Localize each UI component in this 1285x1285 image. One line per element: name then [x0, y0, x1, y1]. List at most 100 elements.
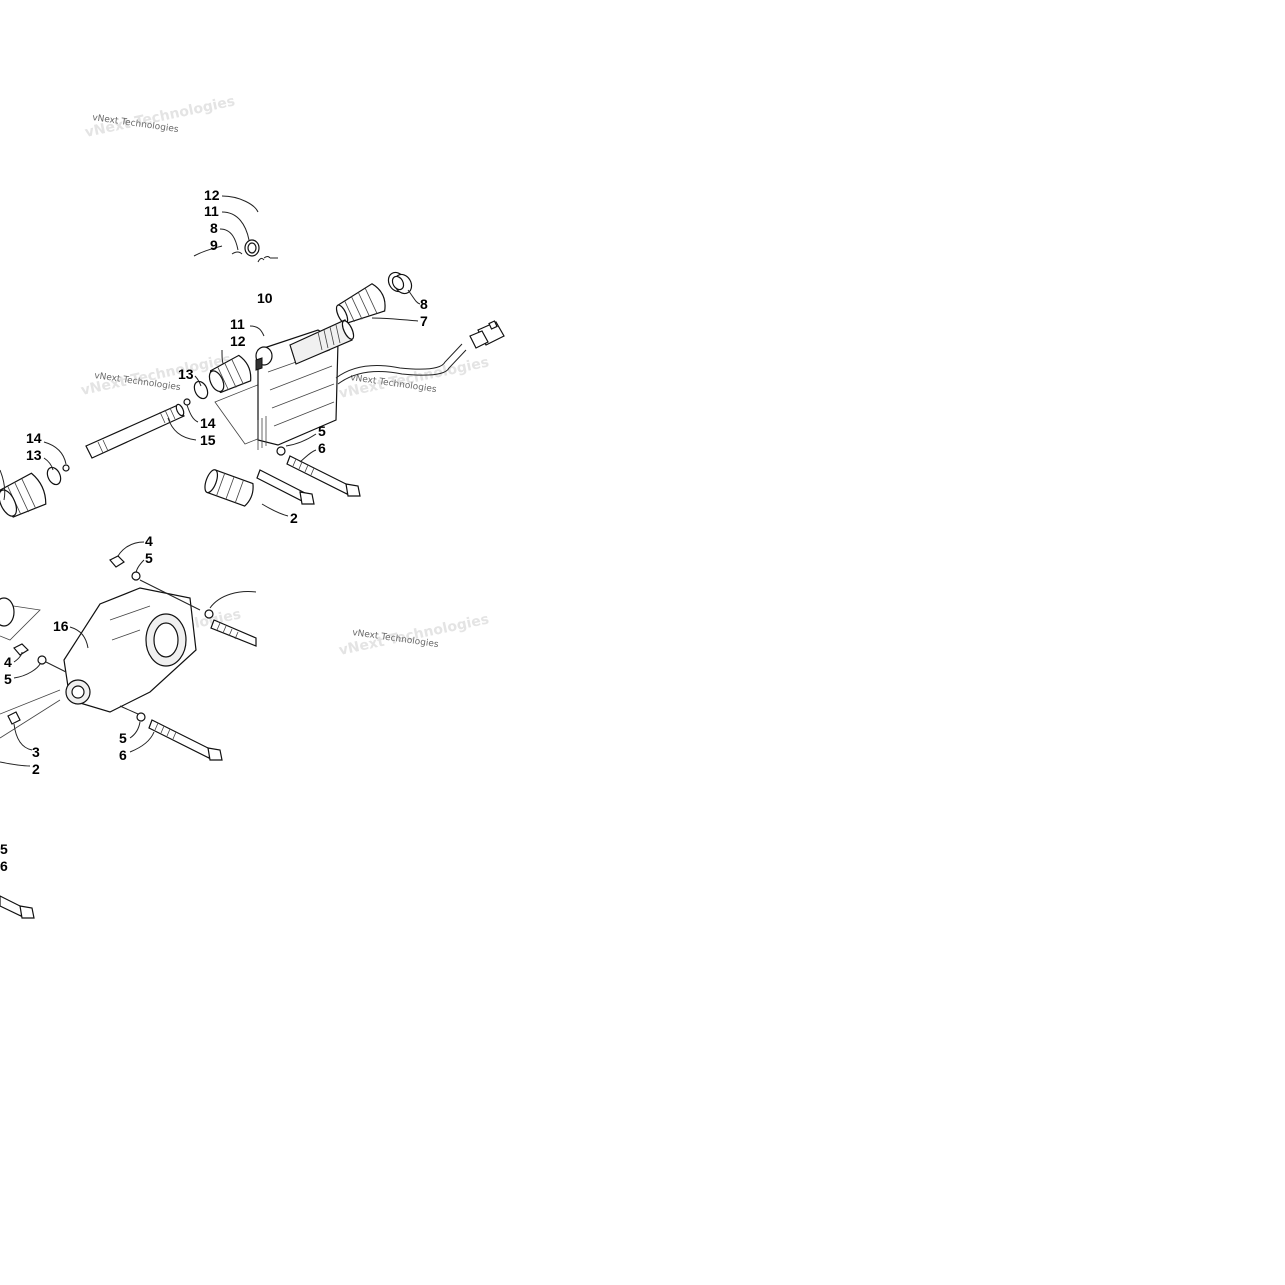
- small-clip: [257, 256, 271, 263]
- callout-3: 3: [32, 744, 40, 760]
- callout-14: 14: [26, 430, 42, 446]
- callout-16: 16: [53, 618, 69, 634]
- stud-line: [119, 705, 139, 715]
- leader-line: [13, 663, 41, 679]
- leader-line: [193, 245, 223, 257]
- washer: [131, 571, 141, 581]
- housing-bore-inner: [153, 622, 179, 658]
- leader-line: [0, 469, 6, 501]
- ring: [46, 466, 62, 486]
- housing-output-inner: [71, 685, 85, 699]
- clip-ring-inner: [247, 242, 257, 254]
- callout-8: 8: [210, 220, 218, 236]
- output-shaft-end: [341, 320, 355, 340]
- lower-differential-housing: [0, 587, 197, 739]
- leader-line: [194, 375, 202, 387]
- housing-fins: [257, 416, 267, 450]
- washer: [37, 655, 47, 665]
- callout-12: 12: [204, 187, 220, 203]
- bolt-head: [345, 483, 361, 497]
- boot-12-middle: [183, 325, 265, 423]
- small-bolt: [7, 711, 21, 725]
- callout-7: 7: [420, 313, 428, 329]
- shaft-body: [85, 404, 185, 459]
- callout-9: 9: [210, 237, 218, 253]
- callout-labels: 12 11 8 9 10 8 7 11 12 13 14 15 14 13 5 …: [0, 187, 428, 874]
- ring-inner: [391, 275, 405, 291]
- leader-line: [261, 503, 289, 517]
- boot: [335, 283, 386, 325]
- bolt-head: [207, 747, 223, 761]
- callout-4: 4: [145, 533, 153, 549]
- callout-5: 5: [119, 730, 127, 746]
- leader-line: [371, 317, 419, 322]
- callout-13: 13: [26, 447, 42, 463]
- small-clip: [231, 251, 243, 255]
- watermark-right: vNext Technologies vNext Technologies: [338, 611, 491, 658]
- callout-11: 11: [230, 316, 245, 332]
- mounting-plane: [0, 699, 61, 739]
- callout-12: 12: [230, 333, 246, 349]
- lower-fasteners: [0, 541, 257, 767]
- callout-2: 2: [32, 761, 40, 777]
- callout-11: 11: [204, 203, 219, 219]
- callout-4: 4: [4, 654, 12, 670]
- leader-line: [221, 195, 259, 213]
- leader-line: [69, 626, 89, 649]
- mounting-plane: [0, 689, 61, 715]
- bolt-threads: [154, 722, 177, 740]
- small-ring: [183, 398, 191, 406]
- leader-line: [249, 325, 265, 337]
- callout-2: 2: [290, 510, 298, 526]
- callout-6: 6: [318, 440, 326, 456]
- washer: [204, 609, 214, 619]
- boot-7-and-rings-8: [335, 271, 421, 325]
- axle-shaft: [85, 403, 197, 459]
- ring: [193, 380, 209, 400]
- bolt-head: [299, 491, 315, 505]
- callout-13: 13: [178, 366, 194, 382]
- wire-connector-body: [469, 330, 489, 349]
- stud-line: [45, 661, 67, 673]
- leader-line: [129, 731, 155, 753]
- leader-line: [13, 723, 33, 751]
- leader-line: [0, 761, 31, 767]
- leader-line: [13, 651, 23, 663]
- bolt-shaft: [286, 455, 351, 495]
- washer: [136, 712, 146, 722]
- shaft-end: [175, 403, 185, 417]
- leader-line: [167, 417, 197, 441]
- output-shaft: [289, 319, 353, 365]
- bottom-bolt: [0, 895, 35, 919]
- leader-line: [43, 441, 67, 465]
- stud-threads: [216, 622, 239, 640]
- boot: [204, 469, 254, 507]
- leader-line: [219, 228, 239, 251]
- leader-line: [115, 541, 145, 561]
- leader-line: [285, 433, 317, 447]
- watermark-top: vNext Technologies vNext Technologies: [84, 93, 237, 140]
- seal-ring: [0, 597, 15, 627]
- callout-5: 5: [4, 671, 12, 687]
- boot: [208, 354, 252, 394]
- leader-line: [299, 449, 317, 463]
- leader-line: [221, 211, 250, 241]
- leader-line: [129, 721, 141, 739]
- callout-10: 10: [257, 290, 273, 306]
- wire-harness: [335, 343, 463, 379]
- callout-15: 15: [200, 432, 216, 448]
- output-shaft-splines: [317, 324, 341, 351]
- boot: [0, 472, 47, 518]
- stud: [210, 619, 257, 647]
- bolt-shaft: [148, 719, 213, 759]
- left-boot-assembly: [0, 441, 70, 518]
- washer: [276, 446, 286, 456]
- bolt-head: [19, 905, 35, 919]
- leader-line: [186, 404, 199, 423]
- nut: [109, 555, 125, 568]
- callout-5: 5: [318, 423, 326, 439]
- mounting-plane: [0, 603, 41, 641]
- callout-6: 6: [119, 747, 127, 763]
- nut: [13, 643, 29, 656]
